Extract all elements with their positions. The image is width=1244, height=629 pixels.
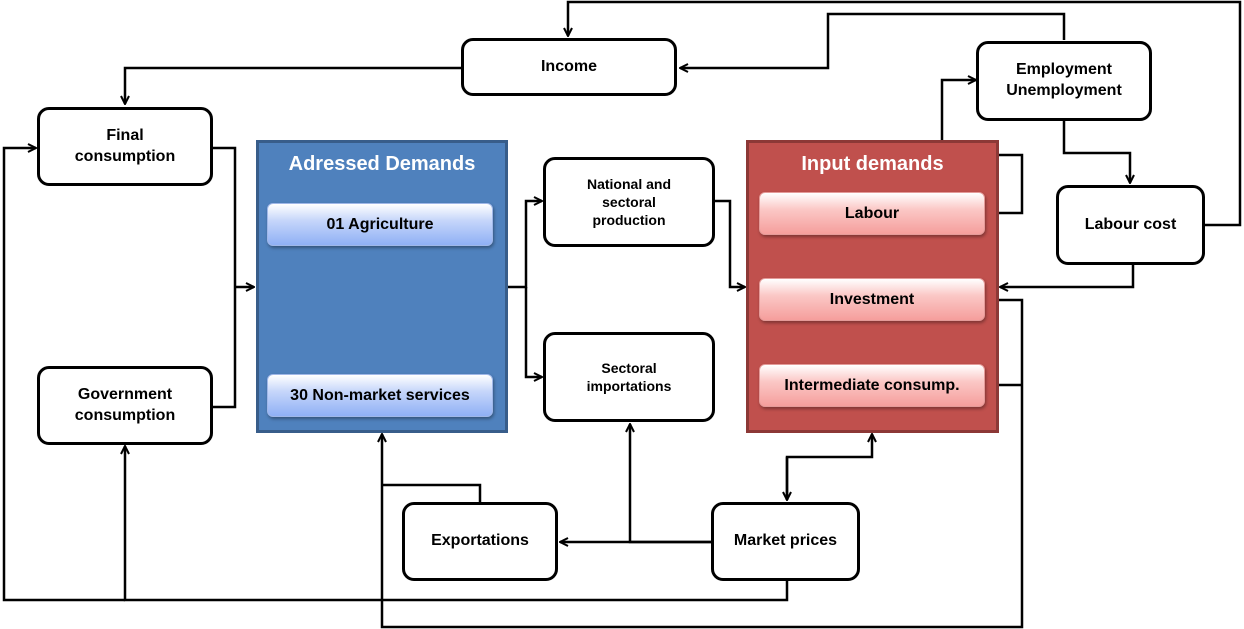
edge-adressed-to-importations xyxy=(524,287,542,377)
sector-non-market-services: 30 Non-market services xyxy=(267,374,493,417)
government-consumption-box: Government consumption xyxy=(37,366,213,445)
edge-labour-cost-to-income xyxy=(568,0,1242,227)
input-demands-title: Input demands xyxy=(801,153,944,175)
national-production-box: National and sectoral production xyxy=(543,157,715,247)
employment-box: Employment Unemployment xyxy=(976,41,1152,121)
edge-investment-to-adressed xyxy=(382,298,1024,629)
input-intermediate-consumption: Intermediate consump. xyxy=(759,364,985,407)
income-box: Income xyxy=(461,38,677,96)
sectoral-importations-box: Sectoral importations xyxy=(543,332,715,422)
edge-prices-to-government xyxy=(125,446,789,602)
edge-labour-cost-to-investment xyxy=(1000,263,1135,287)
edge-employment-to-labour-cost xyxy=(1062,121,1130,183)
edge-adressed-to-production xyxy=(508,201,542,289)
final-consumption-box: Final consumption xyxy=(37,107,213,186)
edge-employment-to-income xyxy=(680,12,1066,68)
edge-production-to-input-demands xyxy=(715,199,745,287)
edge-prices-input-demands xyxy=(785,434,872,500)
edge-exportations-to-adressed xyxy=(382,483,482,502)
input-investment: Investment xyxy=(759,278,985,321)
edge-final-consumption-bracket xyxy=(212,146,237,409)
edge-prices-to-final-consumption xyxy=(2,148,125,602)
market-prices-box: Market prices xyxy=(711,502,860,581)
exportations-box: Exportations xyxy=(402,502,558,581)
labour-cost-box: Labour cost xyxy=(1056,185,1205,265)
edge-prices-to-importations xyxy=(630,424,711,544)
input-labour: Labour xyxy=(759,192,985,235)
sector-agriculture: 01 Agriculture xyxy=(267,203,493,246)
edge-income-to-final-consumption xyxy=(125,66,461,104)
adressed-demands-title: Adressed Demands xyxy=(288,153,476,175)
